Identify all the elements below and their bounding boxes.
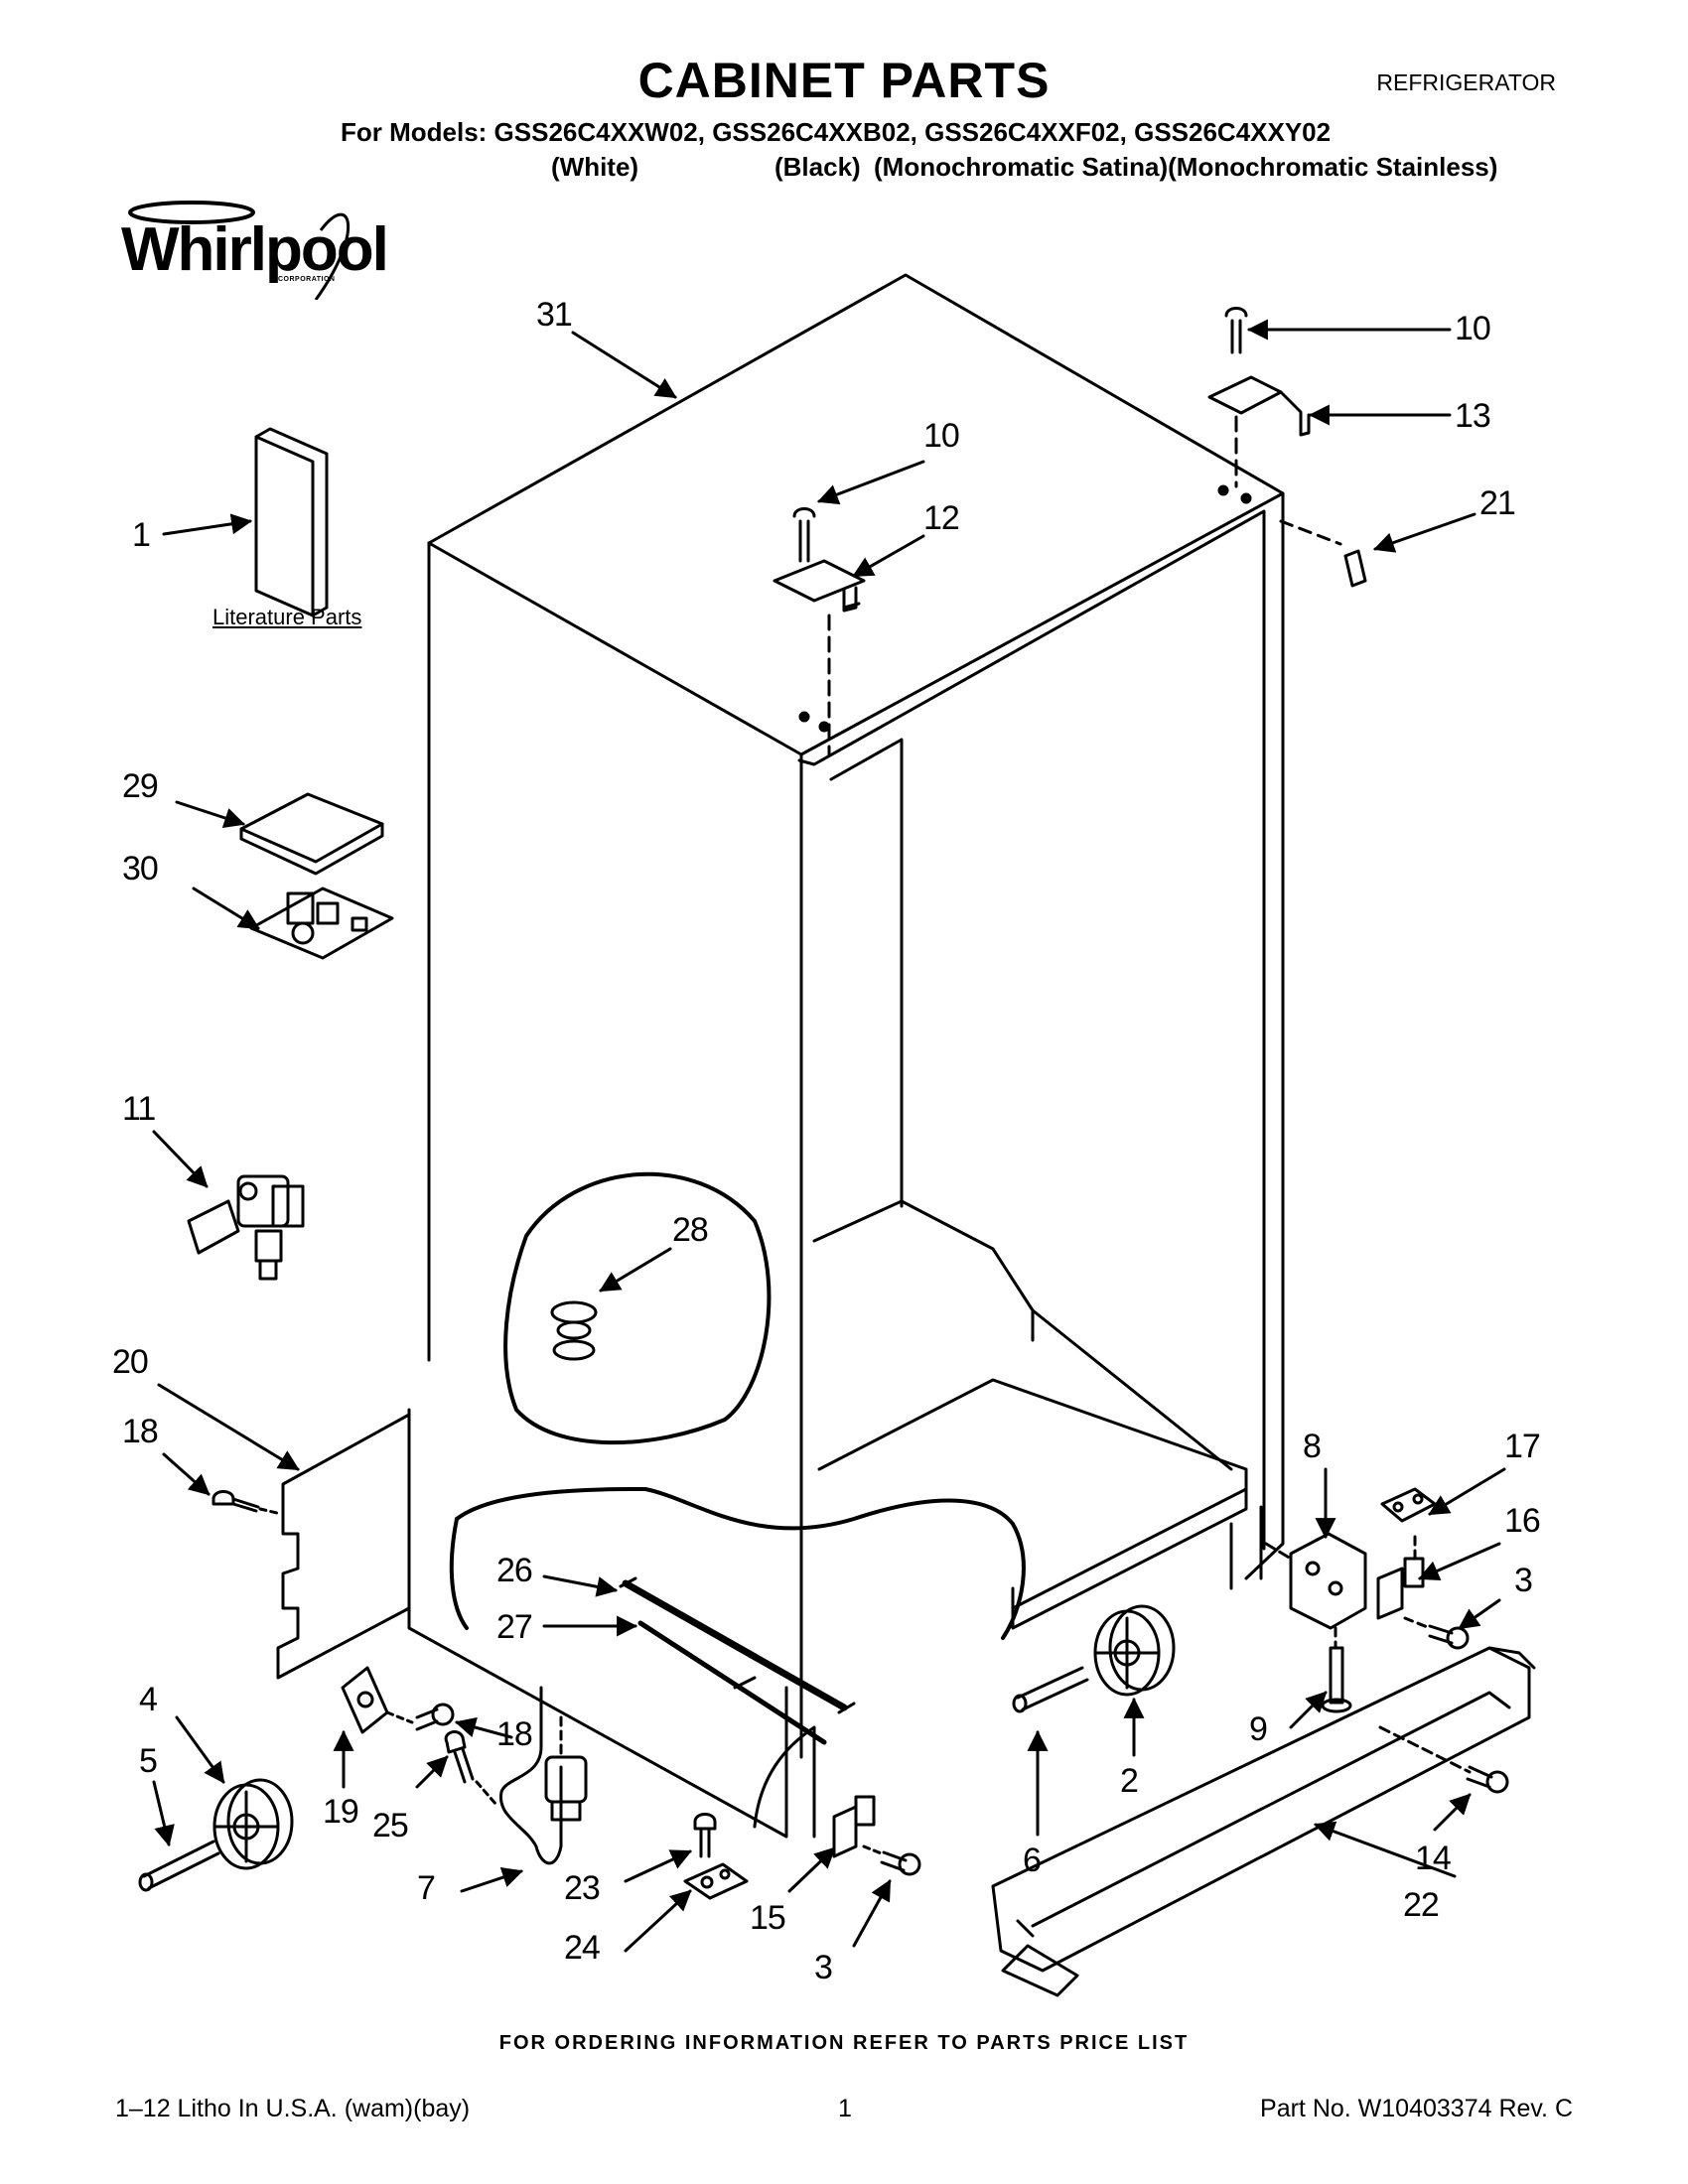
screw-18-lower (415, 1703, 455, 1731)
callout-14: 14 (1415, 1840, 1452, 1877)
screw-23 (693, 1813, 717, 1858)
callout-30: 30 (122, 850, 159, 887)
ordering-note: FOR ORDERING INFORMATION REFER TO PARTS … (498, 2032, 1190, 2054)
callout-10-right: 10 (1455, 310, 1491, 347)
callout-4: 4 (139, 1681, 158, 1718)
callout-6: 6 (1023, 1842, 1042, 1879)
callout-17: 17 (1504, 1428, 1541, 1465)
plug-21 (1279, 519, 1367, 588)
logo-sub: CORPORATION (278, 276, 336, 283)
callout-20: 20 (112, 1343, 149, 1381)
callout-3-lower: 3 (814, 1949, 833, 1986)
models-line: For Models: GSS26C4XXW02, GSS26C4XXB02, … (341, 117, 1332, 147)
callout-11: 11 (122, 1090, 156, 1128)
callout-19: 19 (323, 1793, 359, 1831)
page-title: CABINET PARTS (637, 53, 1051, 108)
finish-black: (Black) (774, 152, 861, 182)
grommet-28 (550, 1300, 598, 1361)
hinge-part-16 (1376, 1532, 1425, 1620)
callout-31: 31 (536, 296, 573, 334)
bracket-15 (832, 1795, 876, 1858)
callout-23: 23 (564, 1869, 601, 1907)
roller-2 (1093, 1604, 1176, 1697)
callout-22: 22 (1403, 1886, 1440, 1924)
callout-18-lower: 18 (496, 1715, 533, 1753)
hinge-pin-9 (1321, 1626, 1352, 1713)
screw-18-left (211, 1490, 283, 1516)
finish-white: (White) (551, 152, 639, 182)
upper-hinge-center-12 (773, 507, 866, 756)
callout-2: 2 (1120, 1762, 1139, 1800)
control-cover-29 (239, 792, 384, 876)
screw-3-upper (1403, 1616, 1470, 1650)
toe-grille-22 (991, 1646, 1536, 1997)
callout-1: 1 (132, 516, 151, 554)
callout-13: 13 (1455, 397, 1491, 435)
callout-28: 28 (672, 1211, 709, 1249)
callout-15: 15 (750, 1899, 786, 1937)
litho-line: 1–12 Litho In U.S.A. (wam)(bay) (115, 2095, 471, 2122)
callout-25: 25 (372, 1807, 409, 1844)
callout-24: 24 (564, 1929, 601, 1967)
screw-25 (444, 1730, 498, 1807)
callout-27: 27 (496, 1608, 533, 1646)
bracket-19 (341, 1666, 414, 1734)
callout-5: 5 (139, 1742, 158, 1780)
cabinet-shell (276, 273, 1285, 1839)
logo-brand: Whirlpool (121, 215, 389, 284)
callout-10-center: 10 (923, 417, 960, 455)
category-label: REFRIGERATOR (1376, 69, 1556, 95)
leader-lines (152, 319, 1506, 1953)
shim-24 (683, 1862, 749, 1900)
tube-27 (637, 1620, 827, 1745)
page-number: 1 (838, 2095, 852, 2122)
shim-17 (1380, 1487, 1437, 1523)
literature-pack-1 (254, 427, 329, 617)
literature-parts-label: Literature Parts (212, 605, 362, 629)
lower-hinge-bracket-8 (1264, 1532, 1367, 1630)
screw-3-lower (862, 1844, 921, 1876)
callout-12: 12 (923, 499, 960, 537)
roller-pin-6 (1012, 1666, 1089, 1713)
drain-tube-7 (499, 1686, 588, 1865)
callout-18-left: 18 (122, 1413, 159, 1450)
part-number: Part No. W10403374 Rev. C (1260, 2095, 1573, 2122)
screw-14 (1378, 1725, 1509, 1794)
callout-29: 29 (122, 767, 159, 805)
callout-7: 7 (417, 1869, 436, 1907)
callout-21: 21 (1479, 484, 1516, 522)
callout-9: 9 (1249, 1710, 1268, 1748)
upper-hinge-right-13 (1207, 307, 1311, 504)
water-valve-11 (187, 1174, 305, 1281)
callout-3-right: 3 (1514, 1562, 1533, 1599)
logo-swoosh-icon (128, 201, 350, 300)
finish-monochromatic: (Monochromatic Satina)(Monochromatic Sta… (874, 152, 1498, 182)
callout-8: 8 (1303, 1428, 1322, 1465)
roller-4 (212, 1778, 294, 1870)
callout-16: 16 (1504, 1502, 1541, 1540)
roller-pin-5 (138, 1840, 220, 1892)
tube-26 (619, 1576, 856, 1714)
callout-26: 26 (496, 1552, 533, 1589)
control-board-30 (249, 887, 394, 960)
